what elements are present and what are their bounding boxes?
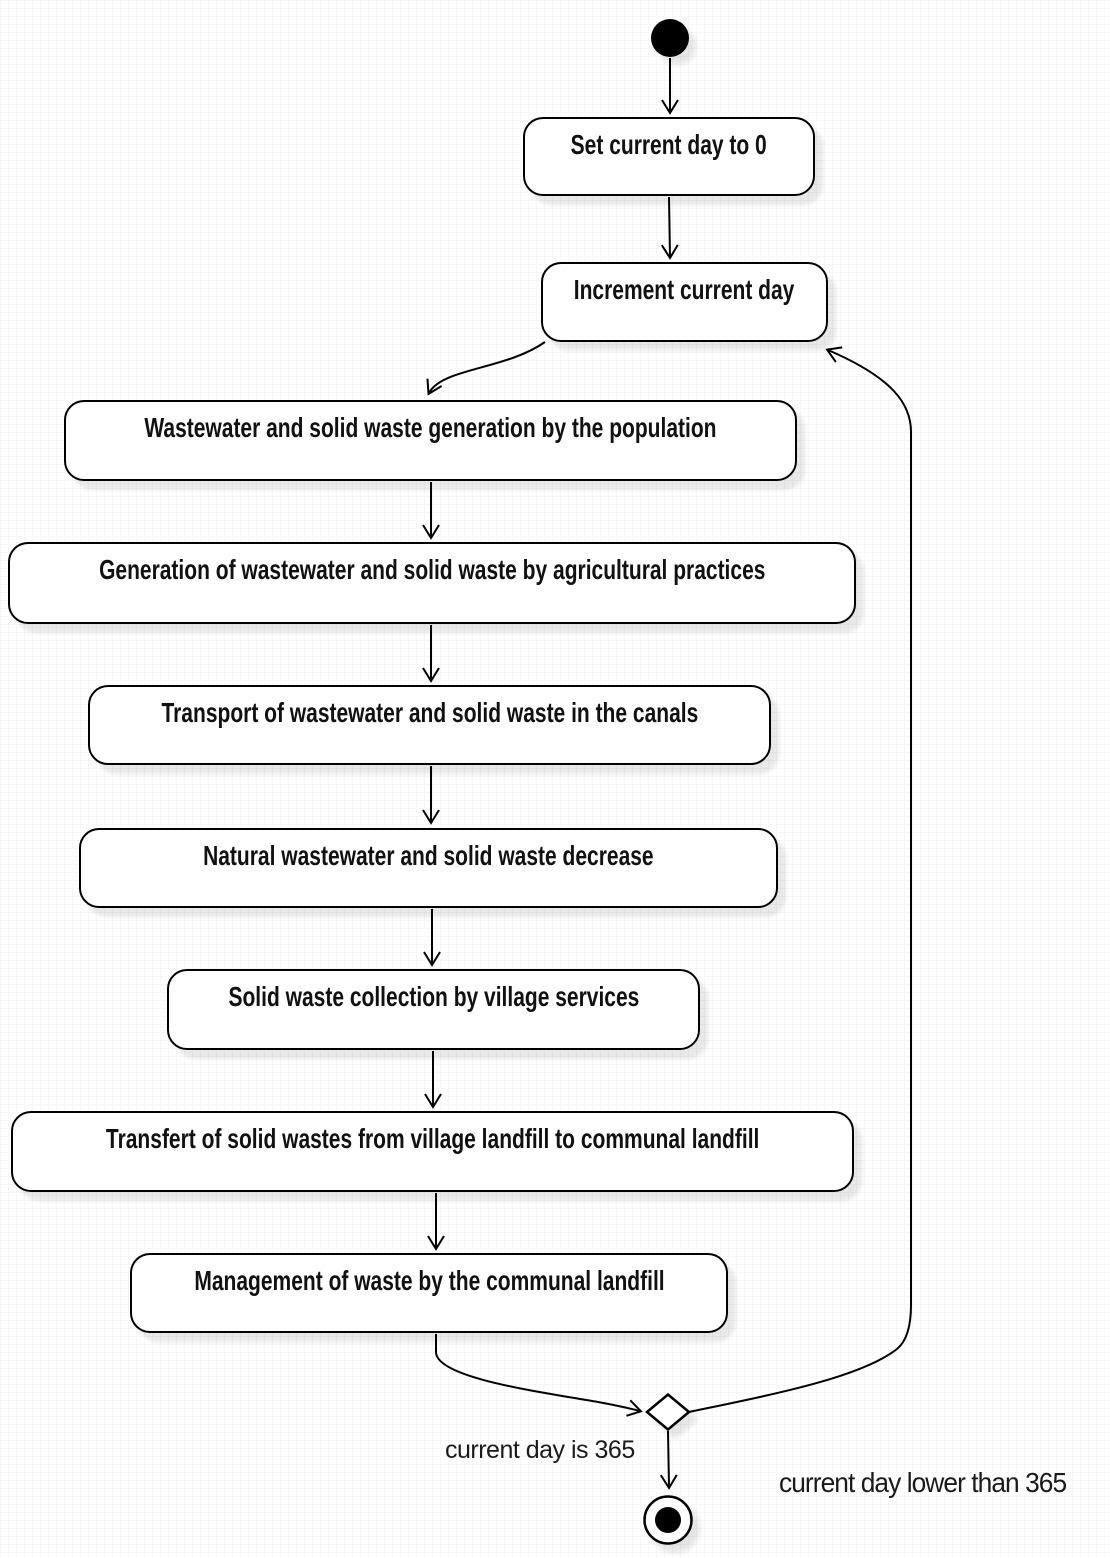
initial-node[interactable] bbox=[651, 19, 689, 57]
edge-loop-back-to-increment bbox=[688, 346, 912, 1413]
activity-label: Management of waste by the communal land… bbox=[193, 1265, 665, 1296]
activity-management-communal-landfill[interactable]: Management of waste by the communal land… bbox=[130, 1253, 728, 1333]
activity-label: Natural wastewater and solid waste decre… bbox=[203, 840, 654, 871]
activity-label: Transfert of solid wastes from village l… bbox=[105, 1123, 760, 1154]
activity-label: Generation of wastewater and solid waste… bbox=[98, 554, 766, 585]
edge-label-current-day-lower-than-365: current day lower than 365 bbox=[779, 1467, 1067, 1498]
activity-label: Transport of wastewater and solid waste … bbox=[161, 697, 698, 728]
activity-wastewater-generation-population[interactable]: Wastewater and solid waste generation by… bbox=[64, 400, 797, 481]
edge-decision-to-end bbox=[659, 1430, 678, 1490]
edge-management-to-decision bbox=[435, 1334, 643, 1417]
activity-increment-current-day[interactable]: Increment current day bbox=[541, 262, 828, 342]
activity-label: Increment current day bbox=[574, 274, 795, 305]
final-node-inner-dot bbox=[655, 1507, 681, 1533]
activity-natural-decrease[interactable]: Natural wastewater and solid waste decre… bbox=[79, 828, 778, 908]
activity-label: Wastewater and solid waste generation by… bbox=[144, 412, 717, 443]
edge-label-current-day-is-365: current day is 365 bbox=[445, 1436, 635, 1464]
activity-transfert-to-communal-landfill[interactable]: Transfert of solid wastes from village l… bbox=[11, 1111, 854, 1192]
edge-increment-to-population bbox=[426, 341, 546, 396]
activity-solid-waste-collection[interactable]: Solid waste collection by village servic… bbox=[167, 969, 700, 1050]
activity-wastewater-generation-agriculture[interactable]: Generation of wastewater and solid waste… bbox=[8, 542, 856, 624]
edge-set-day-to-increment bbox=[660, 196, 679, 260]
activity-transport-canals[interactable]: Transport of wastewater and solid waste … bbox=[88, 685, 771, 765]
decision-diamond[interactable] bbox=[645, 1392, 691, 1432]
activity-label: Set current day to 0 bbox=[570, 129, 768, 160]
activity-label: Solid waste collection by village servic… bbox=[228, 981, 639, 1012]
activity-set-current-day[interactable]: Set current day to 0 bbox=[523, 117, 815, 196]
